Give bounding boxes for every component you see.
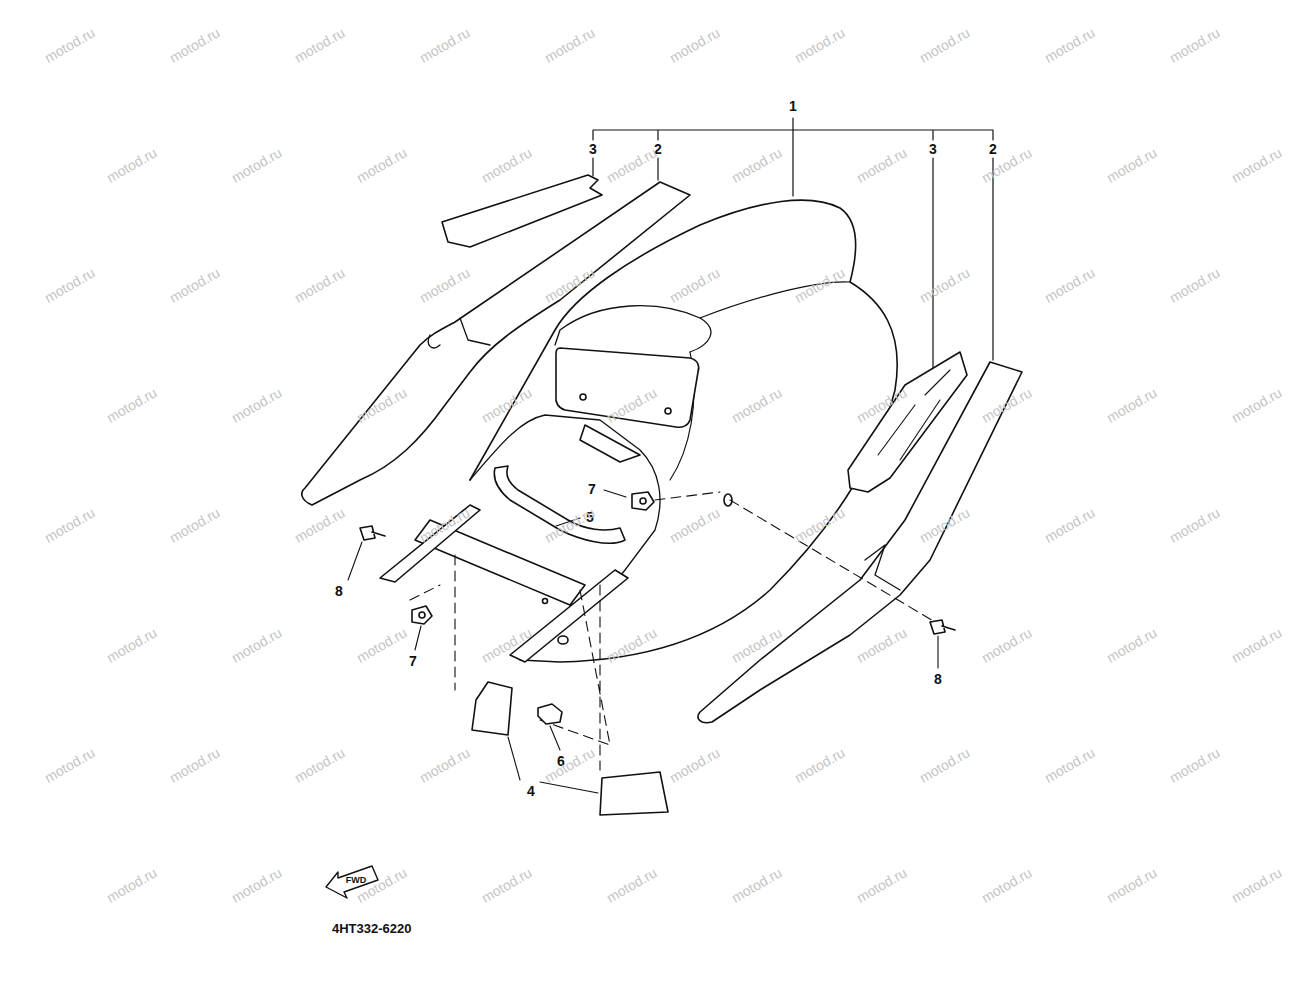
watermark: motod.ru: [168, 745, 223, 785]
watermark: motod.ru: [1230, 865, 1285, 905]
watermark: motod.ru: [355, 625, 410, 665]
watermark: motod.ru: [1043, 505, 1098, 545]
watermark: motod.ru: [230, 625, 285, 665]
callout-number: 2: [987, 141, 999, 157]
watermark: motod.ru: [730, 865, 785, 905]
watermark: motod.ru: [855, 625, 910, 665]
callout-number: 4: [525, 783, 537, 799]
watermark: motod.ru: [480, 865, 535, 905]
callout-number: 8: [333, 583, 345, 599]
watermark: motod.ru: [605, 145, 660, 185]
watermark: motod.ru: [293, 265, 348, 305]
callout-number: 3: [587, 141, 599, 157]
watermark: motod.ru: [43, 265, 98, 305]
watermark: motod.ru: [230, 385, 285, 425]
watermark: motod.ru: [1043, 25, 1098, 65]
watermark: motod.ru: [730, 145, 785, 185]
watermark: motod.ru: [980, 865, 1035, 905]
watermark: motod.ru: [918, 745, 973, 785]
watermark: motod.ru: [168, 265, 223, 305]
watermark: motod.ru: [355, 145, 410, 185]
watermark: motod.ru: [1230, 385, 1285, 425]
watermark: motod.ru: [793, 745, 848, 785]
watermark: motod.ru: [1230, 625, 1285, 665]
watermark: motod.ru: [418, 25, 473, 65]
watermark: motod.ru: [980, 625, 1035, 665]
watermark: motod.ru: [43, 745, 98, 785]
callout-number: 8: [932, 671, 944, 687]
watermark: motod.ru: [918, 25, 973, 65]
watermark: motod.ru: [168, 505, 223, 545]
watermark: motod.ru: [543, 25, 598, 65]
watermark: motod.ru: [293, 25, 348, 65]
watermark: motod.ru: [668, 745, 723, 785]
watermark: motod.ru: [105, 145, 160, 185]
watermark: motod.ru: [230, 865, 285, 905]
watermark: motod.ru: [105, 865, 160, 905]
watermark: motod.ru: [543, 745, 598, 785]
watermark: motod.ru: [105, 625, 160, 665]
watermark: motod.ru: [1105, 145, 1160, 185]
callout-number: 1: [787, 98, 799, 114]
watermark: motod.ru: [1105, 385, 1160, 425]
watermark: motod.ru: [480, 145, 535, 185]
direction-label: FWD: [346, 876, 367, 885]
watermark: motod.ru: [418, 745, 473, 785]
callout-number: 7: [407, 653, 419, 669]
watermark: motod.ru: [793, 25, 848, 65]
watermark: motod.ru: [105, 385, 160, 425]
watermark: motod.ru: [293, 745, 348, 785]
watermark: motod.ru: [43, 25, 98, 65]
watermark: motod.ru: [1105, 625, 1160, 665]
watermark: motod.ru: [1168, 265, 1223, 305]
callout-number: 3: [927, 141, 939, 157]
watermark: motod.ru: [605, 865, 660, 905]
watermark: motod.ru: [168, 25, 223, 65]
drawing-code: 4HT332-6220: [330, 921, 414, 936]
watermark: motod.ru: [43, 505, 98, 545]
watermark: motod.ru: [230, 145, 285, 185]
watermark: motod.ru: [418, 265, 473, 305]
watermark: motod.ru: [1168, 745, 1223, 785]
callout-number: 7: [586, 481, 598, 497]
watermark: motod.ru: [1043, 745, 1098, 785]
watermark: motod.ru: [855, 145, 910, 185]
watermark: motod.ru: [1043, 265, 1098, 305]
watermark: motod.ru: [918, 265, 973, 305]
watermark: motod.ru: [1168, 505, 1223, 545]
watermark: motod.ru: [1168, 25, 1223, 65]
watermark: motod.ru: [668, 25, 723, 65]
watermark: motod.ru: [855, 865, 910, 905]
watermark: motod.ru: [293, 505, 348, 545]
watermark: motod.ru: [1230, 145, 1285, 185]
watermark: motod.ru: [1105, 865, 1160, 905]
